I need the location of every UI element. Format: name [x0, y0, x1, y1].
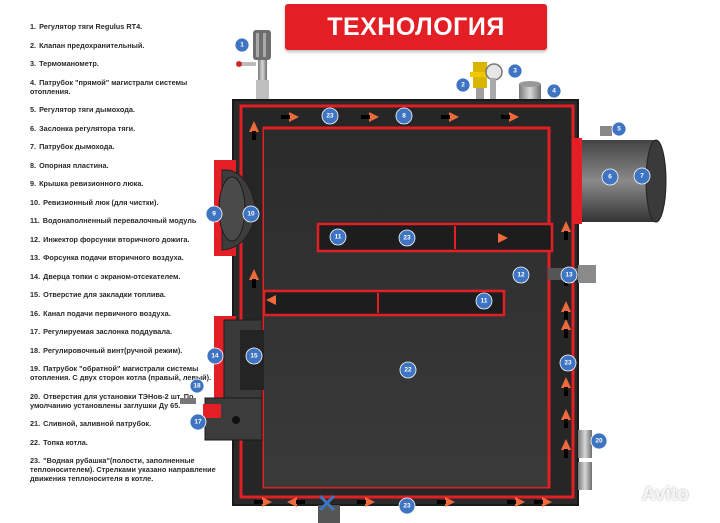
callout-badge: 4 — [546, 83, 562, 99]
svg-text:11: 11 — [481, 298, 488, 305]
page-title: ТЕХНОЛОГИЯ — [327, 12, 505, 41]
svg-text:10: 10 — [247, 211, 255, 218]
svg-text:5: 5 — [617, 126, 621, 133]
water-module — [316, 222, 554, 253]
legend-item: 6.Заслонка регулятора тяги. — [30, 123, 136, 133]
svg-text:13: 13 — [565, 272, 573, 279]
legend-item: 5.Регулятор тяги дымохода. — [30, 105, 135, 114]
svg-text:12: 12 — [517, 272, 525, 279]
svg-text:2: 2 — [461, 82, 465, 89]
svg-text:7: 7 — [640, 173, 644, 180]
callout-badge: 7 — [633, 167, 651, 185]
legend-item: 10.Ревизионный люк (для чистки). — [30, 197, 159, 207]
callout-badge: 1 — [234, 37, 250, 53]
callout-badge: 5 — [611, 121, 627, 137]
svg-text:23: 23 — [564, 360, 572, 367]
legend-item: 9.Крышка ревизионного люка. — [30, 179, 144, 188]
callout-badge: 20 — [590, 432, 608, 450]
callout-badge: 6 — [601, 168, 619, 186]
legend-item: 15.Отверстие для закладки топлива. — [30, 290, 166, 299]
legend-item: 2.Клапан предохранительный. — [30, 40, 145, 50]
legend-item: 8.Опорная пластина. — [30, 160, 109, 170]
thermomanometer — [485, 63, 503, 100]
svg-text:22: 22 — [404, 367, 412, 374]
callout-badge: 22 — [399, 361, 417, 379]
legend-item: 16.Канал подачи первичного воздуха. — [30, 308, 171, 318]
callout-badge: 23 — [321, 107, 339, 125]
legend: 1.Регулятор тяги Regulus RT4. 2.Клапан п… — [30, 22, 220, 493]
avito-watermark: Avito — [642, 484, 689, 505]
svg-text:11: 11 — [335, 234, 342, 241]
callout-badge: 3 — [507, 63, 523, 79]
legend-item: 7.Патрубок дымохода. — [30, 142, 115, 151]
legend-item: 18.Регулировочный винт(ручной режим). — [30, 345, 183, 355]
svg-text:17: 17 — [194, 419, 202, 426]
callout-badge: 11 — [329, 228, 347, 246]
svg-text:23: 23 — [326, 113, 334, 120]
legend-item: 3.Термоманометр. — [30, 59, 99, 68]
chimney-pipe — [572, 126, 667, 224]
svg-text:15: 15 — [250, 353, 258, 360]
legend-item: 23."Водная рубашка"(полости, заполненные… — [30, 456, 216, 483]
callout-badge: 23 — [398, 497, 416, 515]
callout-badge: 12 — [512, 266, 530, 284]
callout-badge: 9 — [205, 205, 223, 223]
svg-text:23: 23 — [403, 503, 411, 510]
callout-badge: 2 — [455, 77, 471, 93]
callout-badge: 8 — [395, 107, 413, 125]
svg-text:8: 8 — [402, 113, 406, 120]
legend-item: 14.Дверца топки с экраном-отсекателем. — [30, 271, 181, 281]
ash-damper — [180, 397, 263, 441]
legend-item: 1.Регулятор тяги Regulus RT4. — [30, 22, 143, 31]
legend-item: 19.Патрубок "обратной" магистрали систем… — [30, 364, 212, 382]
svg-text:20: 20 — [595, 438, 603, 445]
callout-badge: 17 — [189, 413, 207, 431]
legend-item: 12.Инжектор форсунки вторичного дожига. — [30, 234, 190, 244]
coolant-flow-arrows — [249, 112, 571, 507]
callout-badge: 13 — [560, 266, 578, 284]
flow-cross-arrows — [318, 494, 336, 512]
legend-item: 17.Регулируемая заслонка поддувала. — [30, 327, 173, 336]
legend-item: 13.Форсунка подачи вторичного воздуха. — [30, 253, 184, 262]
title-banner: ТЕХНОЛОГИЯ — [285, 4, 547, 50]
callout-badge: 18 — [189, 378, 205, 394]
callout-badge: 11 — [475, 292, 493, 310]
callout-badge: 23 — [398, 229, 416, 247]
legend-item: 21.Сливной, заливной патрубок. — [30, 419, 152, 428]
water-module — [262, 289, 506, 317]
legend-item: 22.Топка котла. — [30, 437, 88, 447]
safety-valve — [470, 62, 490, 100]
svg-text:23: 23 — [403, 235, 411, 242]
callout-badge: 15 — [245, 347, 263, 365]
svg-text:9: 9 — [212, 211, 216, 218]
legend-item: 4.Патрубок "прямой" магистрали системы о… — [30, 77, 188, 96]
revision-hatch — [214, 160, 257, 256]
svg-text:14: 14 — [211, 353, 219, 360]
legend-item: 11.Водонаполненный перевалочный модуль — [30, 216, 197, 225]
svg-text:1: 1 — [240, 42, 244, 49]
supply-pipe — [519, 84, 541, 102]
callout-badge: 14 — [206, 347, 224, 365]
svg-text:18: 18 — [193, 383, 201, 390]
svg-text:4: 4 — [552, 88, 556, 95]
callout-badge: 10 — [242, 205, 260, 223]
callout-badge: 23 — [559, 354, 577, 372]
svg-text:3: 3 — [513, 68, 517, 75]
legend-item: 20.Отверстия для установки ТЭНов-2 шт. П… — [30, 391, 194, 410]
svg-text:6: 6 — [608, 174, 612, 181]
draft-regulator — [236, 30, 271, 100]
